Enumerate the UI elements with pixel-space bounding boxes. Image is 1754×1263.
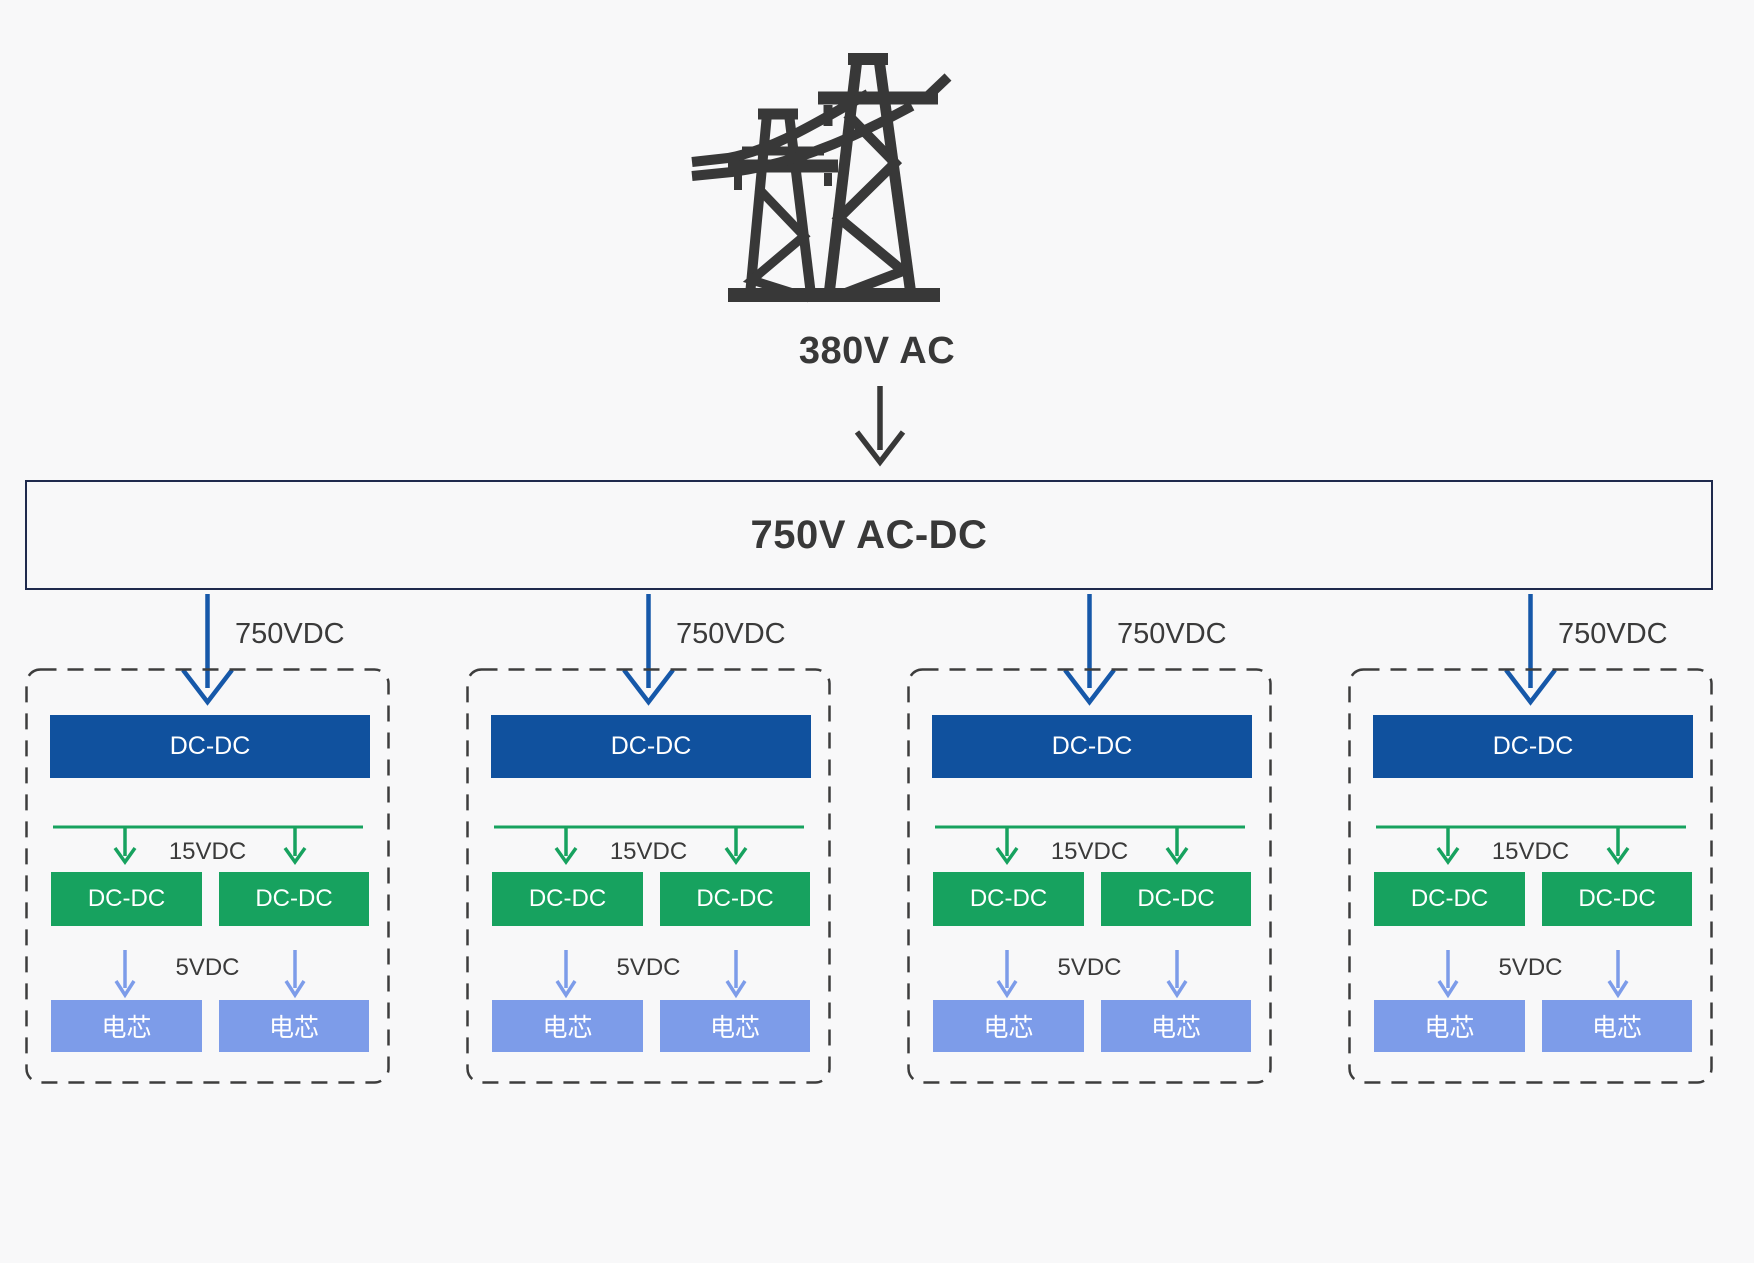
battery-cell-box: 电芯 bbox=[1101, 1000, 1251, 1052]
secondary-dcdc-box: DC-DC bbox=[1542, 872, 1692, 926]
bus-line-and-arrows-icon bbox=[935, 825, 1245, 866]
cell-down-arrows-icon bbox=[996, 950, 1188, 999]
branch-input-voltage-label: 750VDC bbox=[676, 618, 786, 650]
transmission-towers-icon bbox=[691, 53, 952, 303]
acdc-converter-label: 750V AC-DC bbox=[750, 512, 988, 557]
secondary-dcdc-box: DC-DC bbox=[660, 872, 810, 926]
secondary-dcdc-box: DC-DC bbox=[1101, 872, 1251, 926]
branch-input-voltage-label: 750VDC bbox=[1558, 618, 1668, 650]
bus-line-and-arrows-icon bbox=[1376, 825, 1686, 866]
battery-cell-box: 电芯 bbox=[219, 1000, 369, 1052]
battery-cell-box: 电芯 bbox=[1542, 1000, 1692, 1052]
primary-dcdc-box: DC-DC bbox=[1373, 715, 1693, 778]
branch-input-voltage-label: 750VDC bbox=[235, 618, 345, 650]
secondary-dcdc-box: DC-DC bbox=[1374, 872, 1525, 926]
secondary-dcdc-box: DC-DC bbox=[492, 872, 643, 926]
cell-down-arrows-icon bbox=[555, 950, 747, 999]
bus-line-and-arrows-icon bbox=[494, 825, 804, 866]
bus-line-and-arrows-icon bbox=[53, 825, 363, 866]
bus-voltage-label: 15VDC bbox=[168, 838, 247, 865]
primary-dcdc-box: DC-DC bbox=[491, 715, 811, 778]
secondary-dcdc-box: DC-DC bbox=[51, 872, 202, 926]
bus-voltage-label: 15VDC bbox=[609, 838, 688, 865]
battery-cell-box: 电芯 bbox=[492, 1000, 643, 1052]
main-down-arrow-icon bbox=[854, 386, 906, 467]
branch-input-arrow-icon bbox=[622, 594, 675, 706]
battery-cluster-dashed-border bbox=[1348, 668, 1713, 1084]
cell-voltage-label: 5VDC bbox=[175, 954, 240, 981]
branch-3: 750VDC DC-DC 15VDC DC-DC DC-DC 5VDC 电芯 电… bbox=[907, 540, 1272, 1140]
bus-voltage-label: 15VDC bbox=[1050, 838, 1129, 865]
branch-input-arrow-icon bbox=[1504, 594, 1557, 706]
cell-voltage-label: 5VDC bbox=[1498, 954, 1563, 981]
secondary-dcdc-box: DC-DC bbox=[933, 872, 1084, 926]
cell-voltage-label: 5VDC bbox=[616, 954, 681, 981]
secondary-dcdc-box: DC-DC bbox=[219, 872, 369, 926]
battery-cell-box: 电芯 bbox=[933, 1000, 1084, 1052]
branch-2: 750VDC DC-DC 15VDC DC-DC DC-DC 5VDC 电芯 电… bbox=[466, 540, 831, 1140]
branch-1: 750VDC DC-DC 15VDC DC-DC DC-DC 5VDC 电芯 电… bbox=[25, 540, 390, 1140]
battery-cell-box: 电芯 bbox=[51, 1000, 202, 1052]
battery-cluster-dashed-border bbox=[25, 668, 390, 1084]
branch-input-arrow-icon bbox=[1063, 594, 1116, 706]
primary-dcdc-box: DC-DC bbox=[50, 715, 370, 778]
branch-4: 750VDC DC-DC 15VDC DC-DC DC-DC 5VDC 电芯 电… bbox=[1348, 540, 1713, 1140]
branch-input-arrow-icon bbox=[181, 594, 234, 706]
acdc-converter-box: 750V AC-DC bbox=[25, 480, 1713, 590]
battery-cluster-dashed-border bbox=[466, 668, 831, 1084]
cell-voltage-label: 5VDC bbox=[1057, 954, 1122, 981]
branch-input-voltage-label: 750VDC bbox=[1117, 618, 1227, 650]
primary-dcdc-box: DC-DC bbox=[932, 715, 1252, 778]
cell-down-arrows-icon bbox=[114, 950, 306, 999]
battery-cell-box: 电芯 bbox=[660, 1000, 810, 1052]
battery-cell-box: 电芯 bbox=[1374, 1000, 1525, 1052]
cell-down-arrows-icon bbox=[1437, 950, 1629, 999]
battery-cluster-dashed-border bbox=[907, 668, 1272, 1084]
source-voltage-label: 380V AC bbox=[798, 330, 956, 372]
bus-voltage-label: 15VDC bbox=[1491, 838, 1570, 865]
